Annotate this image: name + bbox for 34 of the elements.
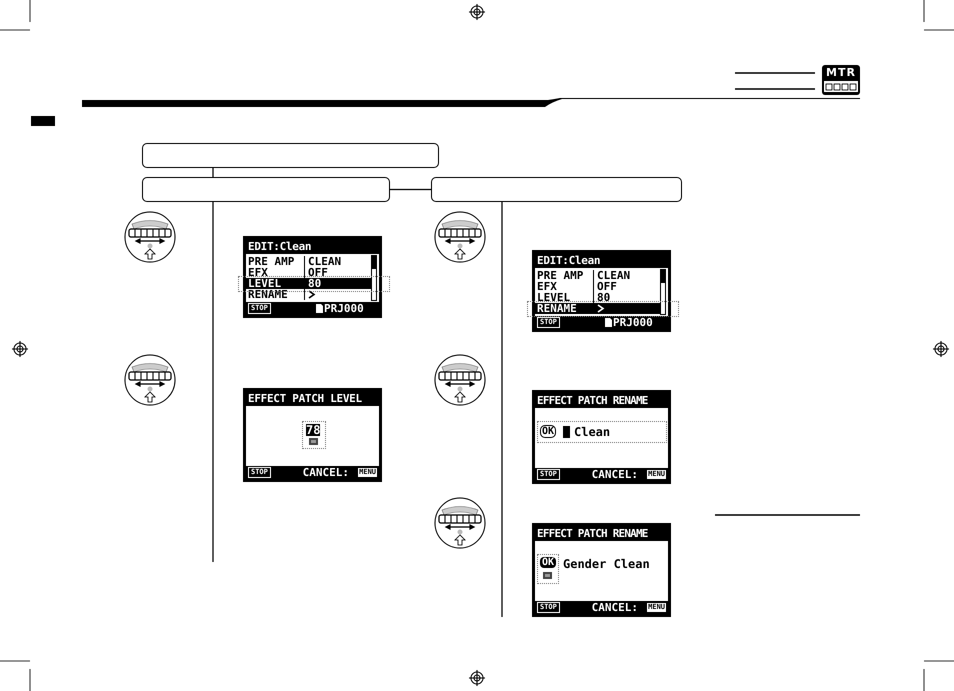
cancel-text: CANCEL: bbox=[302, 467, 349, 478]
ok-key-label: OK bbox=[540, 557, 556, 568]
menu-value: CLEAN bbox=[308, 256, 342, 267]
menu-item: EFX bbox=[248, 267, 268, 278]
mode-badge-text: MTR bbox=[825, 66, 857, 79]
menu-item: LEVEL bbox=[537, 292, 570, 303]
menu-value: CLEAN bbox=[597, 270, 630, 281]
menu-item: EFX bbox=[537, 281, 557, 292]
menu-item: LEVEL bbox=[248, 278, 282, 289]
screen-title: EFFECT PATCH RENAME bbox=[535, 393, 668, 408]
rounded-box bbox=[142, 143, 439, 168]
patch-name: Gender Clean bbox=[563, 558, 650, 570]
screen-title: EDIT:Clean bbox=[535, 253, 668, 268]
ok-key-label: OK bbox=[540, 425, 556, 438]
rounded-box bbox=[431, 177, 682, 202]
project-name: PRJ000 bbox=[324, 303, 364, 314]
menu-value: OFF bbox=[597, 281, 617, 292]
screen-title: EFFECT PATCH LEVEL bbox=[246, 391, 379, 406]
screen-title: EFFECT PATCH RENAME bbox=[535, 526, 668, 541]
connector-line bbox=[212, 168, 214, 177]
screen-title: EDIT:Clean bbox=[246, 239, 379, 254]
menu-value: 80 bbox=[597, 292, 610, 303]
menu-item: RENAME bbox=[537, 303, 577, 314]
menu-item: PRE AMP bbox=[537, 270, 584, 281]
value-display: 78 bbox=[306, 424, 320, 436]
cancel-text: CANCEL: bbox=[592, 602, 638, 613]
connector-line bbox=[390, 188, 431, 190]
cancel-text: CANCEL: bbox=[592, 469, 638, 480]
menu-item: PRE AMP bbox=[248, 256, 294, 267]
project-name: PRJ000 bbox=[613, 317, 653, 328]
patch-name: Clean bbox=[574, 426, 610, 438]
menu-value: 80 bbox=[308, 278, 322, 289]
rounded-box bbox=[142, 177, 390, 202]
menu-value: OFF bbox=[308, 267, 328, 278]
